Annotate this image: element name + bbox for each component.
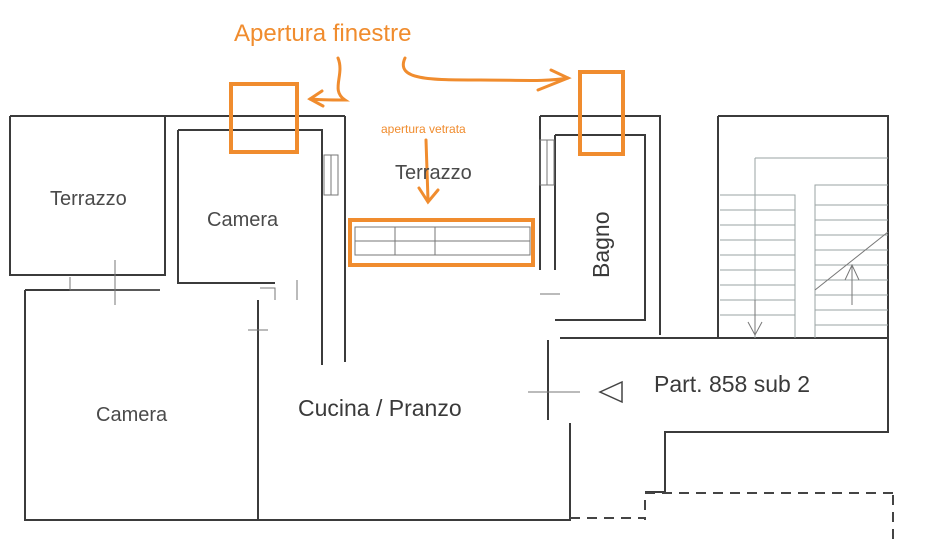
arrow-to-right-window (401, 56, 570, 82)
window-highlight-left (229, 82, 299, 154)
annotation-glass-door: apertura vetrata (381, 122, 466, 136)
dashed-boundary (570, 492, 894, 545)
arrowhead-right (536, 68, 572, 92)
staircase-left (720, 157, 888, 338)
parcel-label: Part. 858 sub 2 (654, 371, 810, 397)
annotation-window-opening: Apertura finestre (234, 20, 411, 47)
arrow-to-left-window (308, 56, 350, 102)
entrance-marker (598, 380, 623, 404)
arrowhead-vetrata (417, 186, 440, 205)
vetrata-highlight (348, 218, 535, 267)
arrow-to-vetrata (424, 138, 430, 202)
window-highlight-right (578, 70, 625, 156)
room-label-terrazzo-left: Terrazzo (50, 188, 127, 210)
arrowhead-left (307, 89, 325, 108)
room-label-camera-large: Camera (96, 404, 168, 426)
room-label-cucina-pranzo: Cucina / Pranzo (298, 395, 462, 421)
staircase-right (814, 184, 889, 338)
room-label-terrazzo-center: Terrazzo (395, 162, 472, 184)
room-label-bagno: Bagno (588, 211, 614, 278)
vetrata-panels (354, 226, 531, 256)
room-label-camera-small: Camera (207, 209, 279, 231)
inner-walls (69, 116, 646, 520)
window-marks (323, 139, 555, 196)
